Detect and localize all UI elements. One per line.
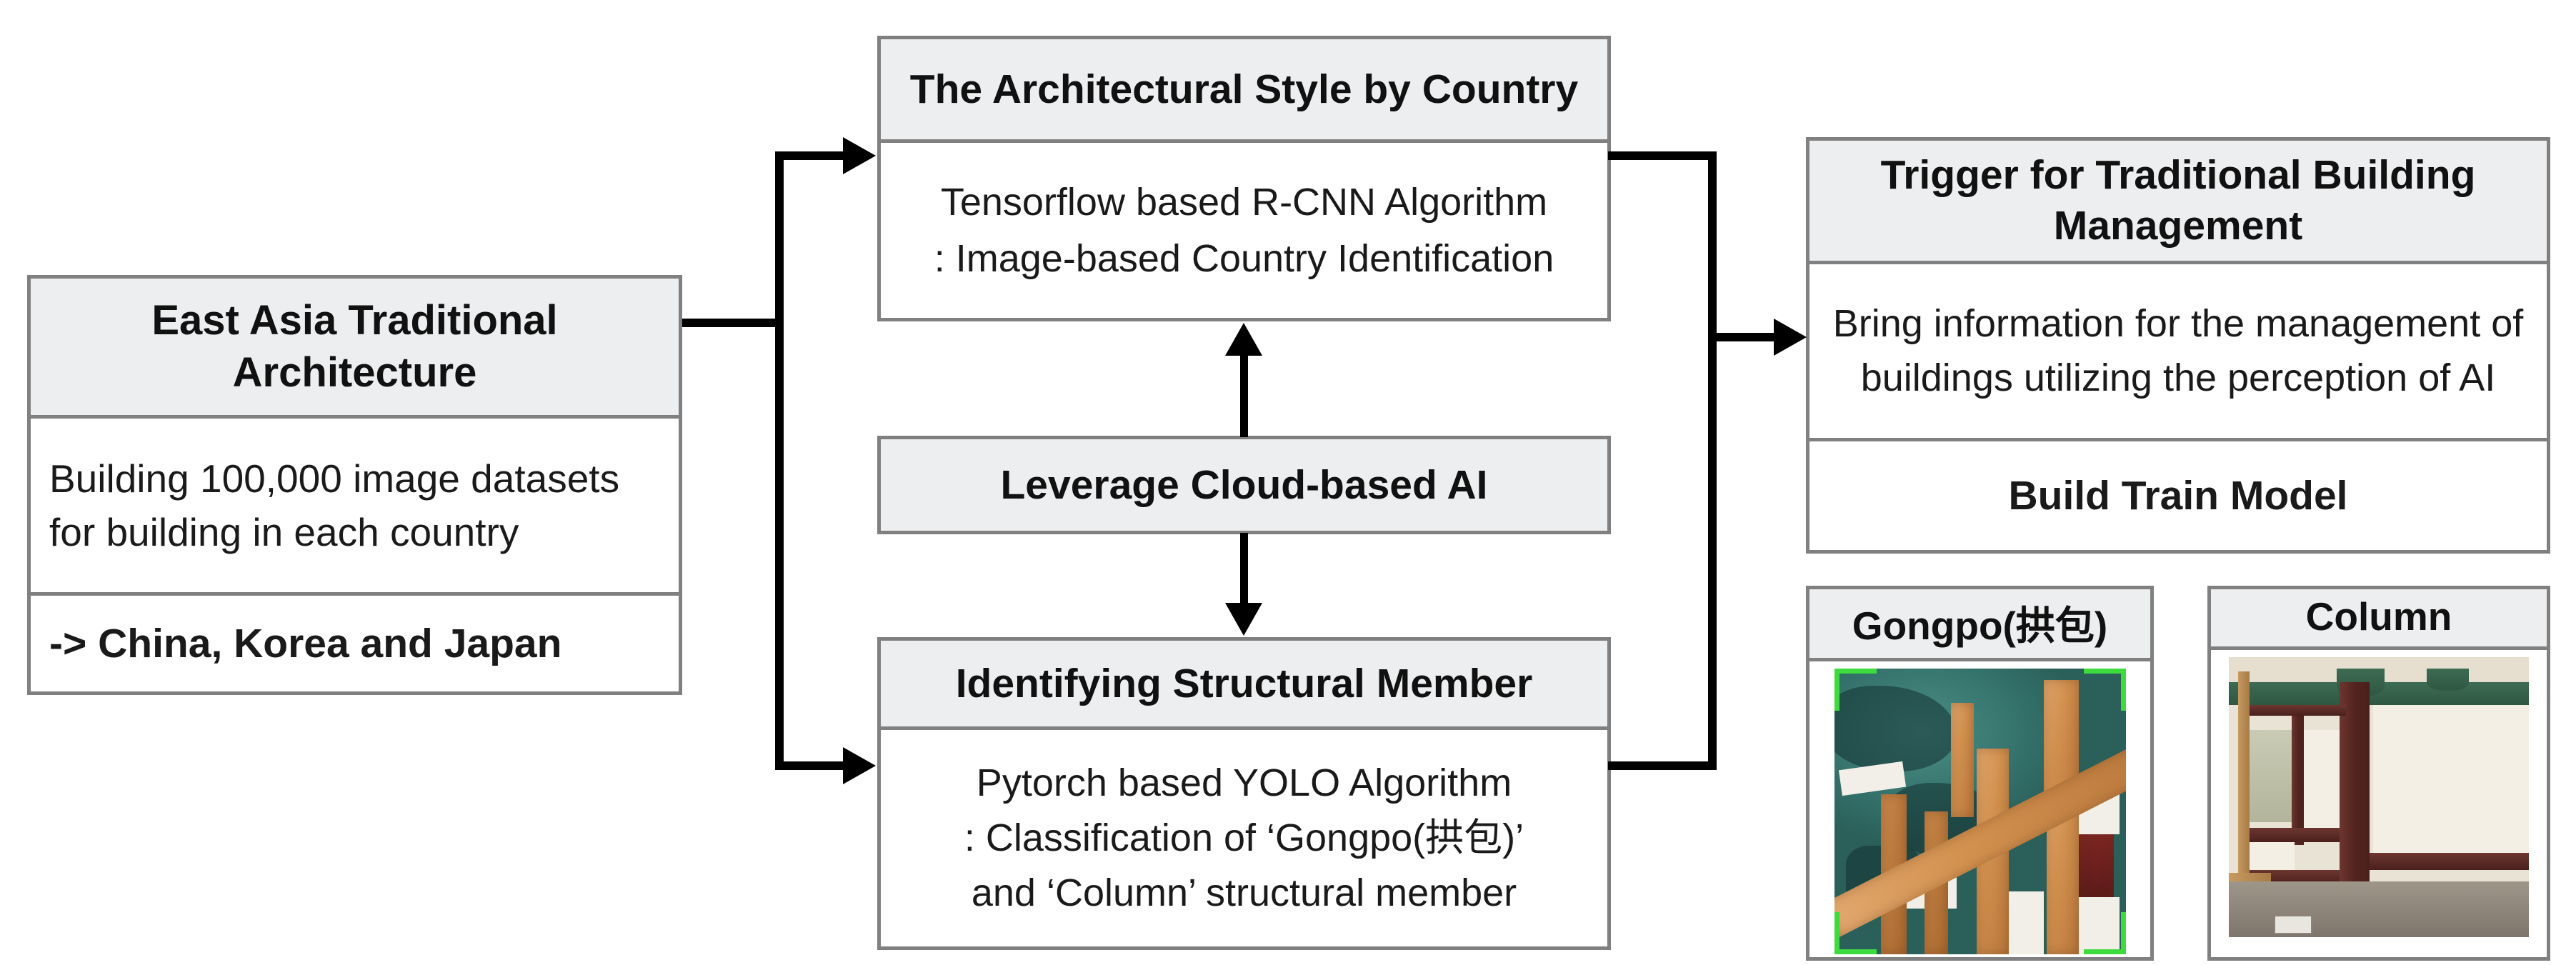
box-architectural-style-by-country: The Architectural Style by Country Tenso…: [877, 36, 1611, 321]
box-source-body-countries: -> China, Korea and Japan: [31, 592, 679, 691]
sample-gongpo-photo-wrap: [1809, 661, 2150, 960]
box-trigger-body-build-train-model-text: Build Train Model: [2008, 473, 2348, 519]
box-style-header-text: The Architectural Style by Country: [909, 66, 1579, 112]
connector-member-to-merge-line: [1608, 761, 1717, 770]
connector-source-to-style-line: [775, 151, 847, 160]
detection-corner-bottom-right-icon: [2083, 912, 2126, 954]
sample-gongpo-caption: Gongpo(拱包): [1809, 589, 2150, 661]
connector-source-to-style-arrow: [843, 137, 876, 174]
sample-panel-column: Column: [2207, 586, 2550, 961]
box-trigger-for-traditional-building-management: Trigger for Traditional Building Managem…: [1806, 137, 2550, 554]
box-member-header: Identifying Structural Member: [881, 641, 1607, 726]
detection-corner-top-left-icon: [1834, 669, 1877, 711]
box-style-header: The Architectural Style by Country: [881, 39, 1607, 139]
box-member-body: Pytorch based YOLO Algorithm : Classific…: [881, 726, 1607, 946]
box-source-body-dataset: Building 100,000 image datasets for buil…: [31, 415, 679, 593]
connector-merge-to-trigger-line: [1708, 333, 1779, 341]
connector-cloud-to-style-line: [1240, 354, 1248, 437]
connector-cloud-to-style-arrow: [1225, 323, 1262, 356]
detection-corner-bottom-left-icon: [1834, 912, 1877, 954]
connector-cloud-to-member-line: [1240, 533, 1248, 606]
box-trigger-header-text: Trigger for Traditional Building Managem…: [1880, 151, 2476, 249]
box-style-body-text: Tensorflow based R-CNN Algorithm : Image…: [934, 181, 1554, 280]
box-source-body-countries-text: -> China, Korea and Japan: [49, 621, 562, 667]
box-member-header-text: Identifying Structural Member: [955, 661, 1533, 706]
box-trigger-body-info: Bring information for the management of …: [1809, 261, 2547, 438]
detection-corner-top-right-icon: [2083, 669, 2126, 711]
connector-source-to-member-arrow: [843, 747, 876, 784]
connector-merge-riser: [1708, 151, 1717, 770]
box-trigger-body-build-train-model: Build Train Model: [1809, 438, 2547, 550]
connector-source-to-member-line: [775, 761, 847, 770]
box-cloud-header-text: Leverage Cloud-based AI: [1000, 462, 1488, 508]
connector-source-riser: [775, 151, 784, 770]
connector-merge-to-trigger-arrow: [1774, 319, 1807, 356]
box-source-header: East Asia Traditional Architecture: [31, 279, 679, 416]
sample-column-caption: Column: [2211, 589, 2547, 650]
box-cloud-header: Leverage Cloud-based AI: [881, 439, 1607, 531]
sample-panel-gongpo: Gongpo(拱包): [1806, 586, 2154, 961]
gongpo-photo-image: [1834, 669, 2126, 954]
box-trigger-body-info-text: Bring information for the management of …: [1832, 301, 2524, 399]
box-source-header-text: East Asia Traditional Architecture: [151, 297, 558, 396]
box-identifying-structural-member: Identifying Structural Member Pytorch ba…: [877, 637, 1611, 950]
box-leverage-cloud-based-ai: Leverage Cloud-based AI: [877, 436, 1611, 534]
connector-cloud-to-member-arrow: [1225, 603, 1262, 636]
box-east-asia-traditional-architecture: East Asia Traditional Architecture Build…: [27, 275, 682, 695]
box-source-body-dataset-text: Building 100,000 image datasets for buil…: [49, 456, 620, 554]
sample-column-photo-wrap: [2211, 650, 2547, 957]
connector-style-to-merge-line: [1608, 151, 1717, 160]
connector-source-stub: [682, 319, 784, 327]
box-style-body: Tensorflow based R-CNN Algorithm : Image…: [881, 139, 1607, 318]
box-member-body-text: Pytorch based YOLO Algorithm : Classific…: [964, 761, 1524, 914]
column-photo-image: [2229, 657, 2529, 937]
box-trigger-header: Trigger for Traditional Building Managem…: [1809, 141, 2547, 261]
